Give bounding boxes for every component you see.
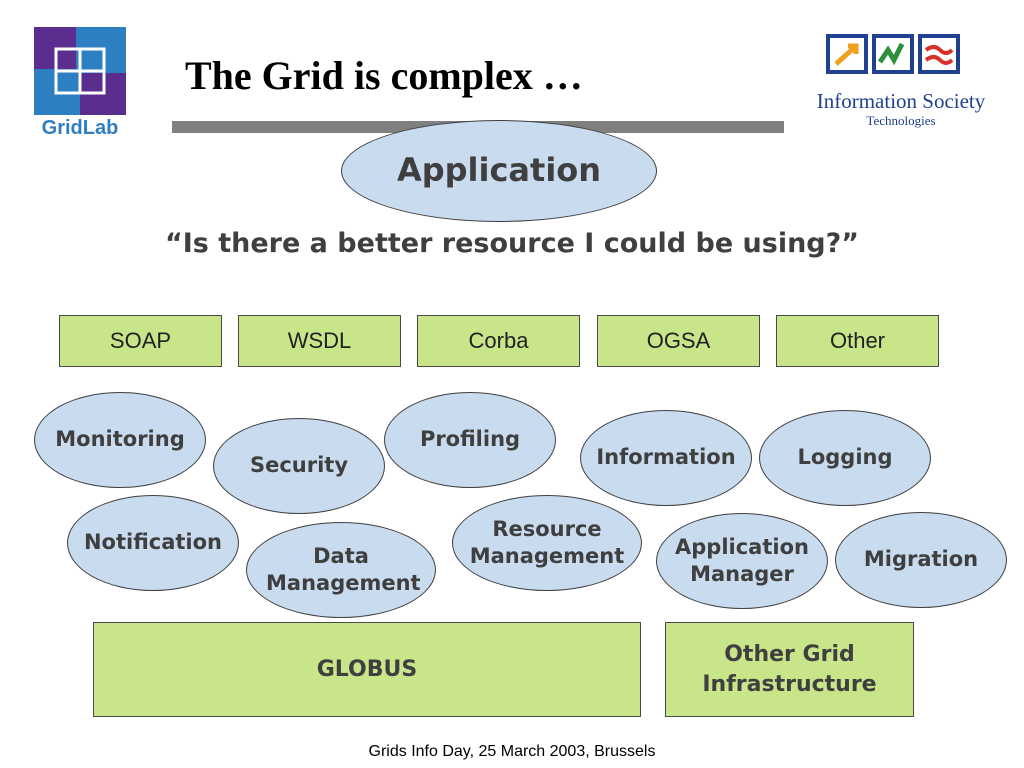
ist-logo-line1: Information Society	[817, 89, 986, 113]
protocol-box-corba: Corba	[417, 315, 580, 367]
protocol-box-ogsa: OGSA	[597, 315, 760, 367]
service-label: Data Management	[266, 543, 421, 595]
other-grid-infrastructure-box: Other Grid Infrastructure	[665, 622, 914, 717]
service-label: Notification	[83, 530, 223, 555]
question-text: “Is there a better resource I could be u…	[164, 228, 860, 259]
gridlab-logo-text: GridLab	[42, 117, 119, 137]
protocol-label: WSDL	[287, 328, 352, 353]
oval-profiling: Profiling	[384, 392, 556, 488]
oval-data-management: Data Management	[246, 522, 436, 618]
protocol-box-wsdl: WSDL	[238, 315, 401, 367]
protocol-box-other: Other	[776, 315, 939, 367]
service-label: Logging	[797, 445, 893, 470]
service-label: Application Manager	[675, 534, 809, 586]
oval-resource-management: Resource Management	[452, 495, 642, 591]
infrastructure-label: Other Grid Infrastructure	[702, 641, 877, 697]
oval-security: Security	[213, 418, 385, 514]
globus-box: GLOBUS	[93, 622, 641, 717]
oval-application-manager: Application Manager	[656, 513, 828, 609]
gridlab-logo: GridLab	[34, 27, 126, 139]
infrastructure-label: GLOBUS	[316, 656, 418, 682]
oval-logging: Logging	[759, 410, 931, 506]
protocol-box-soap: SOAP	[59, 315, 222, 367]
protocol-label: Corba	[468, 328, 529, 353]
service-label: Profiling	[419, 427, 521, 452]
application-oval: Application	[341, 120, 657, 222]
service-label: Resource Management	[469, 516, 625, 568]
protocol-label: SOAP	[109, 328, 172, 353]
ist-logo: Information Society Technologies	[806, 32, 996, 130]
oval-information: Information	[580, 410, 752, 506]
oval-notification: Notification	[67, 495, 239, 591]
page-title: The Grid is complex …	[185, 53, 583, 98]
footer: Grids Info Day, 25 March 2003, Brussels	[368, 743, 656, 760]
service-label: Migration	[863, 547, 979, 572]
protocol-label: OGSA	[646, 328, 711, 353]
oval-monitoring: Monitoring	[34, 392, 206, 488]
ist-logo-line2: Technologies	[866, 113, 935, 128]
service-label: Monitoring	[55, 427, 185, 452]
service-label: Information	[596, 445, 736, 470]
protocol-label: Other	[829, 328, 886, 353]
oval-migration: Migration	[835, 512, 1007, 608]
application-label: Application	[396, 151, 602, 190]
service-label: Security	[249, 453, 349, 478]
